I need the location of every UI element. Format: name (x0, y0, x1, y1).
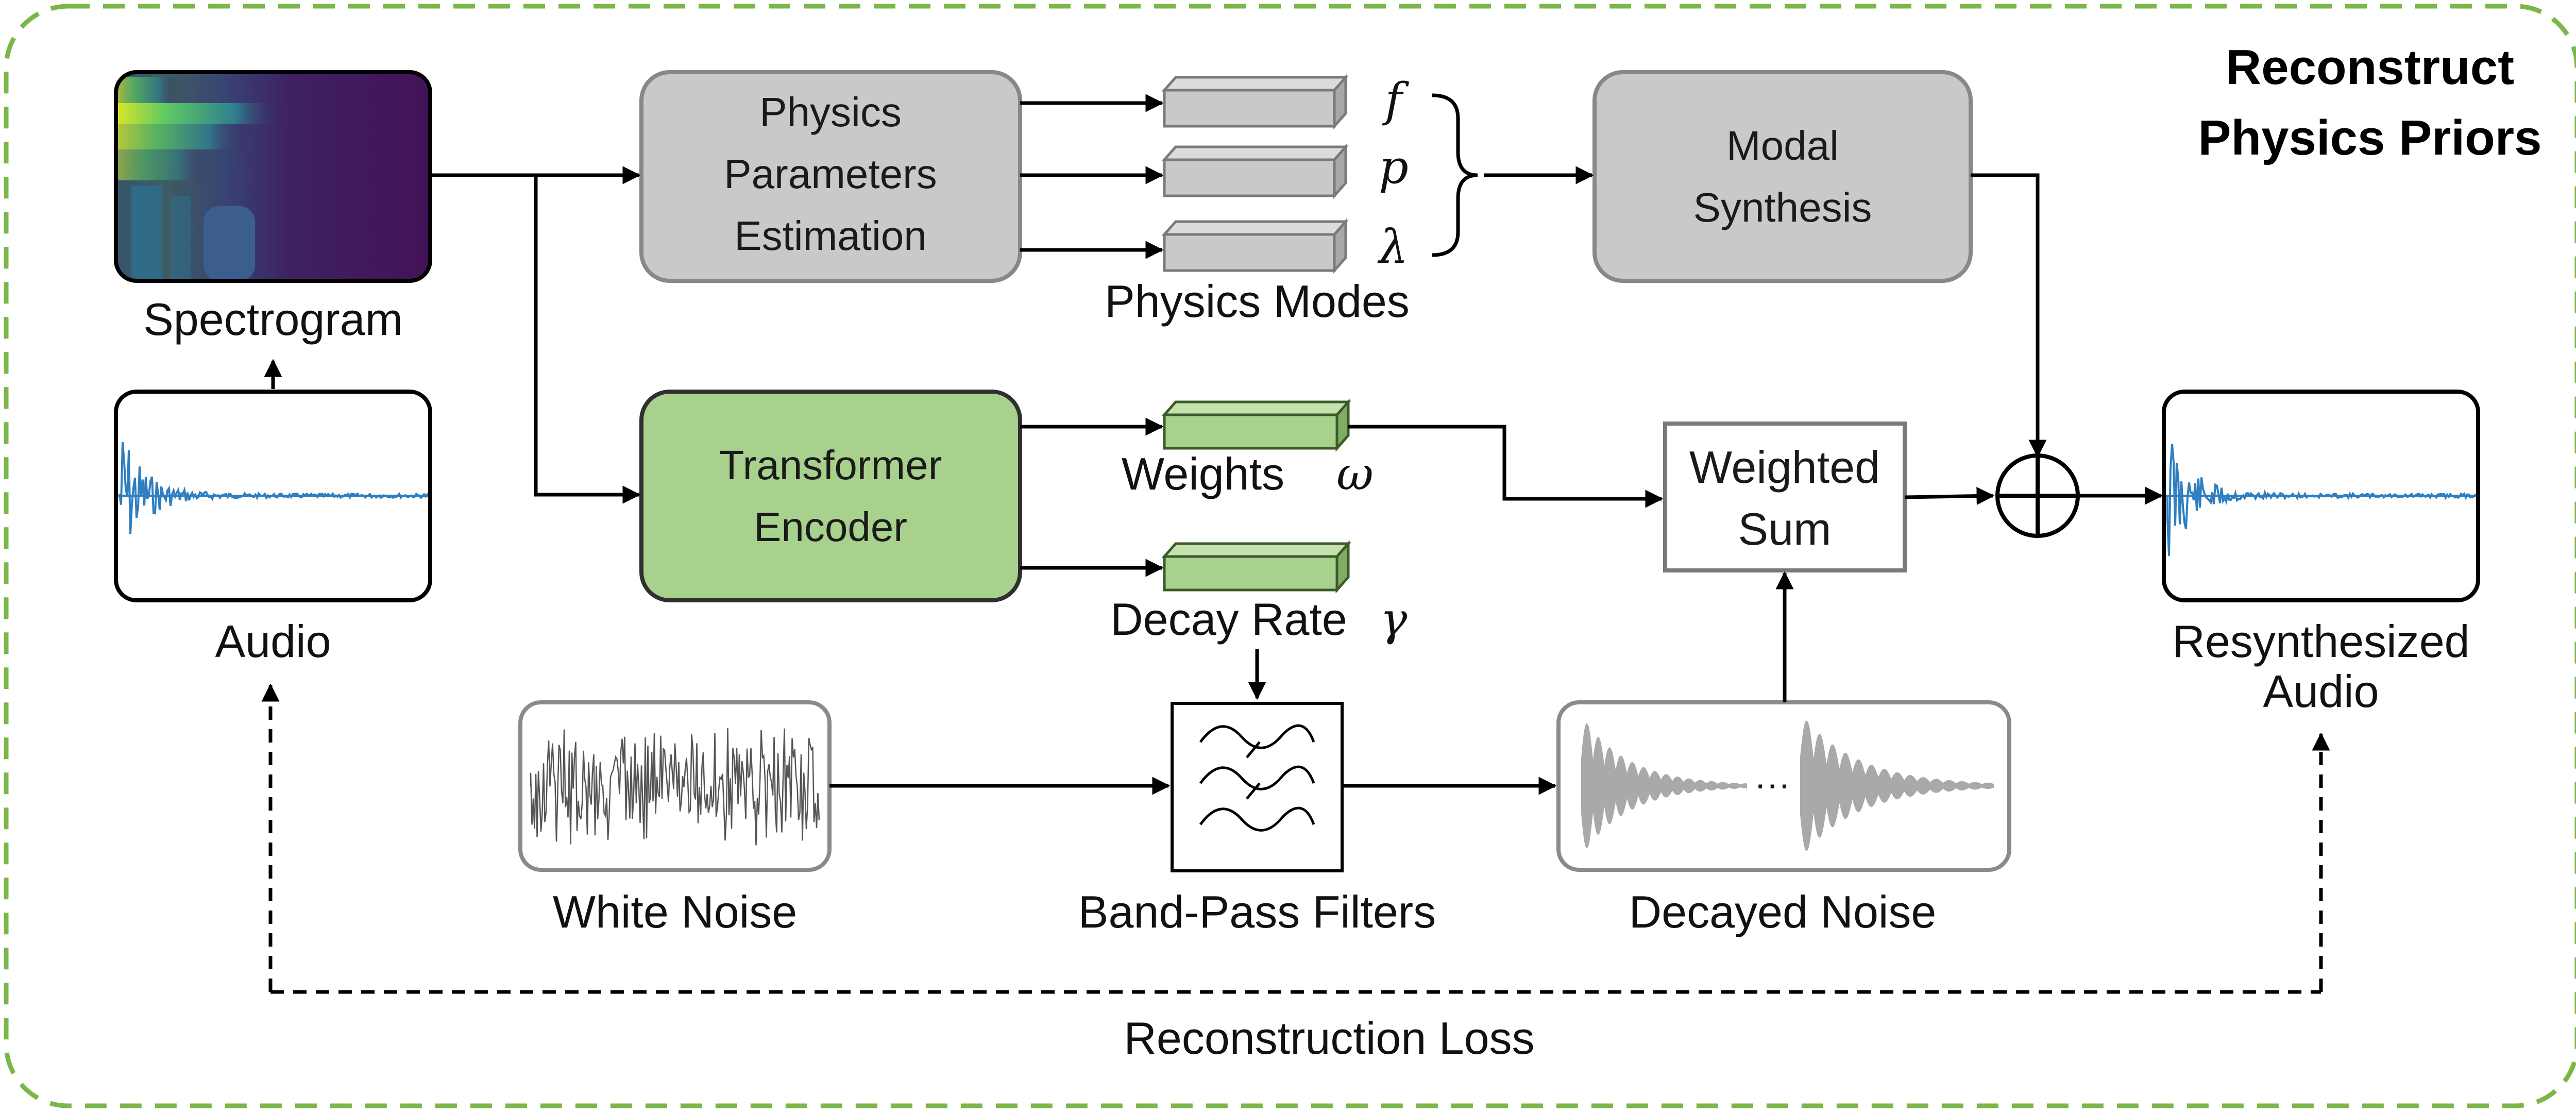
weights-to-sum-arrow (1348, 425, 1664, 508)
modal-synthesis-line2: Synthesis (1693, 184, 1872, 230)
outer-frame (4, 4, 2576, 1108)
white-noise-waveform (518, 700, 832, 872)
weights-label: Weights (1122, 448, 1284, 499)
modal-synthesis-line1: Modal (1726, 123, 1839, 169)
weighted-sum-line2: Sum (1738, 503, 1832, 554)
transformer-encoder-line1: Transformer (719, 442, 942, 488)
weights-bar (1161, 398, 1351, 452)
audio-waveform (114, 390, 432, 602)
audio-label: Audio (215, 616, 331, 667)
weighted-sum-line1: Weighted (1689, 442, 1880, 493)
band-pass-filter-icon (1171, 702, 1344, 872)
symbol-p: p (1379, 140, 1409, 194)
mode-bar-lambda (1161, 218, 1349, 274)
mode-bar-f (1161, 74, 1349, 130)
resynthesized-label-line2: Audio (2263, 666, 2379, 717)
resynthesized-label-line1: Resynthesized (2172, 616, 2469, 667)
summation-icon (1995, 453, 2080, 538)
white-noise-label: White Noise (553, 886, 797, 937)
physics-estimation-line1: Physics (759, 89, 902, 135)
decay-rate-label: Decay Rate (1110, 594, 1347, 645)
modal-synthesis-box (1592, 70, 1973, 283)
diagram-title-line1: Reconstruct (2226, 40, 2514, 95)
spectrogram-output-connectors (430, 166, 641, 504)
band-pass-label: Band-Pass Filters (1078, 886, 1436, 937)
mode-bar-p (1161, 143, 1349, 199)
diagram-title-line2: Physics Priors (2198, 110, 2541, 165)
resynthesized-audio-waveform (2162, 390, 2480, 602)
spectrogram-thumbnail (114, 70, 432, 283)
estimation-to-modes-arrows (1020, 94, 1164, 259)
transformer-encoder-box (639, 390, 1022, 602)
decay-rate-symbol: γ (1380, 593, 1408, 646)
physics-modes-label: Physics Modes (1105, 276, 1410, 327)
symbol-lambda: λ (1377, 220, 1408, 274)
spectrogram-label: Spectrogram (143, 294, 403, 345)
decayed-noise-label: Decayed Noise (1629, 886, 1937, 937)
physics-estimation-line3: Estimation (734, 213, 926, 259)
decay-rate-bar (1161, 540, 1351, 594)
reconstruction-loss-label: Reconstruction Loss (1124, 1013, 1534, 1064)
weights-symbol: ω (1336, 447, 1374, 500)
modes-brace (1432, 93, 1478, 257)
symbol-f: f (1382, 73, 1409, 127)
transformer-encoder-line2: Encoder (754, 504, 907, 550)
sum-to-plus-arrow (1904, 487, 1995, 506)
decayed-noise-ellipsis: ··· (1754, 764, 1790, 804)
physics-estimation-line2: Parameters (724, 151, 937, 197)
physics-mode-bars (1161, 74, 1349, 274)
modal-to-sum-arrow (1971, 173, 2047, 458)
transformer-outputs-arrows (1020, 417, 1164, 577)
